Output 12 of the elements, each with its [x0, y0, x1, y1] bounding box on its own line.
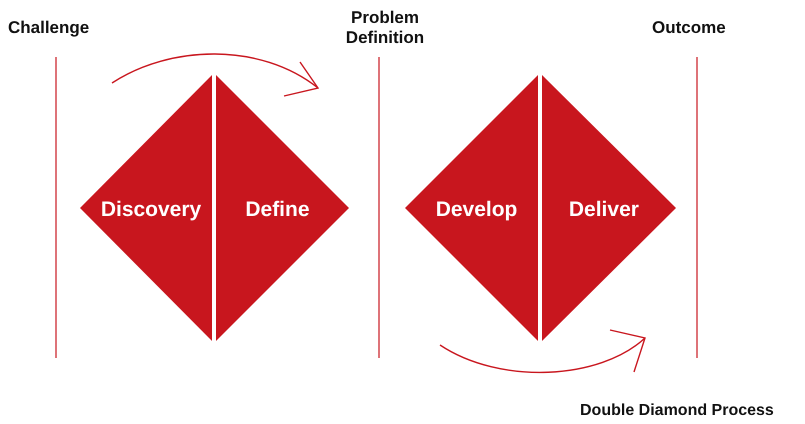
stage-label: Discovery: [100, 198, 202, 222]
half-diamond: [540, 73, 676, 343]
half-diamond: [405, 73, 540, 343]
stage-label: Deliver: [568, 198, 639, 222]
stage-label: Define: [245, 198, 310, 222]
caption: Double Diamond Process: [580, 402, 774, 420]
phase-heading: Challenge: [8, 18, 90, 38]
stage-label: Develop: [436, 198, 518, 222]
half-diamond: [80, 73, 214, 343]
phase-heading: Problem Definition: [344, 8, 426, 48]
phase-heading: Outcome: [652, 18, 726, 38]
half-diamond: [214, 73, 349, 343]
